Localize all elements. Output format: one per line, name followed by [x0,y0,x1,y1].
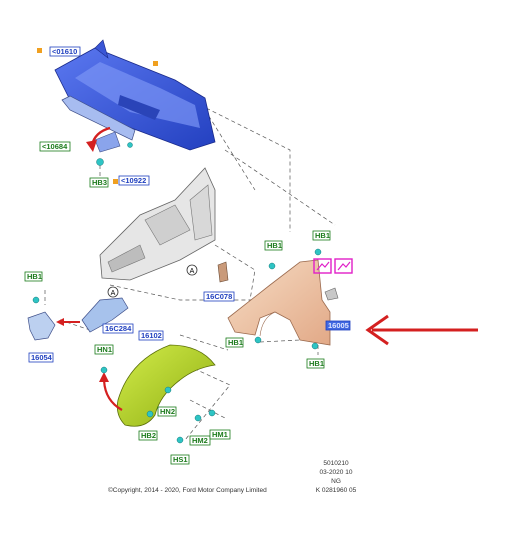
meta-line-3: NG [331,478,341,485]
label-hm2[interactable]: HM2 [189,435,211,446]
label-hn1[interactable]: HN1 [94,344,114,355]
label-hb2[interactable]: HB2 [138,430,158,441]
label-hb1-right[interactable]: HB1 [264,240,283,251]
clip-icon-5 [311,342,319,350]
clip-icon-11 [208,409,216,417]
label-hb3[interactable]: HB3 [89,177,109,188]
clip-icon-8 [164,386,172,394]
clip-icon-1 [96,158,104,166]
label-hs1[interactable]: HS1 [170,454,190,465]
cowl-panel [54,39,216,151]
svg-text:<10684: <10684 [42,142,68,151]
svg-text:HS1: HS1 [173,455,188,464]
svg-text:16C284: 16C284 [105,324,132,333]
clip-icon-12 [176,436,184,444]
red-arrowhead-cowl [86,140,97,152]
svg-text:HB1: HB1 [267,241,282,250]
svg-text:16C078: 16C078 [206,292,232,301]
label-hb1-bottom[interactable]: HB1 [306,358,325,369]
copyright-text: ©Copyright, 2014 - 2020, Ford Motor Comp… [108,487,267,494]
fastener-clips [32,142,322,444]
label-hn2[interactable]: HN2 [157,406,177,417]
callout-a1: A [190,268,195,275]
label-16c284[interactable]: 16C284 [102,323,134,334]
svg-text:<01610: <01610 [52,47,77,56]
callout-a2-circle [107,286,119,298]
magenta-icon-2 [334,258,353,274]
big-red-arrowhead [365,314,389,346]
label-16005[interactable]: 16005 [325,320,351,331]
arch-bracket-16c284 [81,297,129,333]
orange-marker-2 [153,61,158,66]
clip-icon-9 [146,410,154,418]
magenta-icon-1 [313,258,332,274]
svg-text:16005: 16005 [328,321,349,330]
clip-icon-6 [32,296,40,304]
cowl-bracket [61,95,136,153]
red-arrowhead-liner [99,372,109,382]
svg-text:HB2: HB2 [141,431,156,440]
label-16102[interactable]: 16102 [138,330,164,341]
label-hb1-top[interactable]: HB1 [312,230,331,241]
svg-text:<10922: <10922 [121,176,146,185]
callout-a2: A [111,290,116,297]
orange-marker-1 [37,48,42,53]
clip-icon-2 [268,262,276,270]
clip-icon-3 [314,248,322,256]
label-hb1-left[interactable]: HB1 [24,271,43,282]
svg-text:HB1: HB1 [315,231,330,240]
svg-text:HM1: HM1 [212,430,228,439]
label-01610[interactable]: <01610 [49,46,81,57]
label-10922[interactable]: <10922 [118,175,150,186]
wheel-liner [116,344,216,427]
label-hm1[interactable]: HM1 [209,429,231,440]
svg-text:HB1: HB1 [27,272,42,281]
meta-line-1: 5010210 [323,460,349,467]
clip-icon-7 [100,366,108,374]
svg-text:16054: 16054 [31,353,53,362]
fender-bracket [324,287,339,301]
label-16c078[interactable]: 16C078 [203,291,235,302]
bracket-16054 [27,311,56,341]
clip-icon-13 [127,142,133,148]
svg-text:16102: 16102 [141,331,162,340]
svg-text:HB3: HB3 [92,178,107,187]
label-16054[interactable]: 16054 [28,352,54,363]
bracket-16c078 [217,261,229,283]
body-structure [99,167,216,281]
meta-line-2: 03-2020 10 [319,469,353,476]
meta-line-4: K 0281960 05 [315,487,357,494]
callout-a1-circle [186,264,198,276]
orange-marker-3 [113,179,118,184]
fender-panel [227,259,331,346]
clip-icon-4 [254,336,262,344]
label-10684[interactable]: <10684 [39,141,71,152]
red-arrowhead-16054 [56,318,64,326]
svg-text:HB1: HB1 [228,338,243,347]
drawing-metadata: 5010210 03-2020 10 NG K 0281960 05 [296,459,376,495]
svg-text:HM2: HM2 [192,436,208,445]
clip-icon-10 [194,414,202,422]
label-hb1-mid[interactable]: HB1 [225,337,244,348]
leader-lines [44,79,336,441]
svg-text:HB1: HB1 [309,359,324,368]
svg-text:HN1: HN1 [97,345,112,354]
svg-text:HN2: HN2 [160,407,175,416]
